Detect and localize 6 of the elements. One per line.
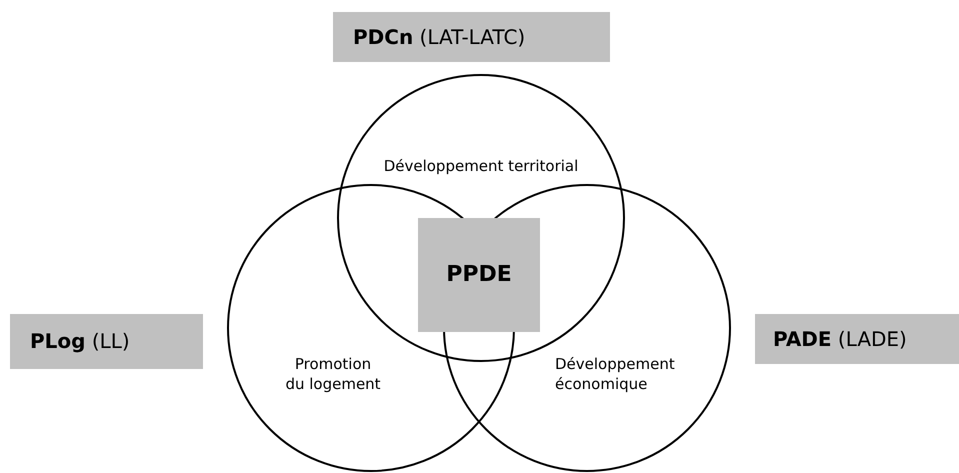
circle-label: Développement territorial xyxy=(382,156,580,176)
program-label: PDCn (LAT-LATC) xyxy=(333,12,610,62)
circle-label: Promotion du logement xyxy=(285,354,381,394)
circle-label: Développement économique xyxy=(555,354,675,394)
program-label: PADE (LADE) xyxy=(755,314,959,364)
program-label: PLog (LL) xyxy=(10,314,203,369)
